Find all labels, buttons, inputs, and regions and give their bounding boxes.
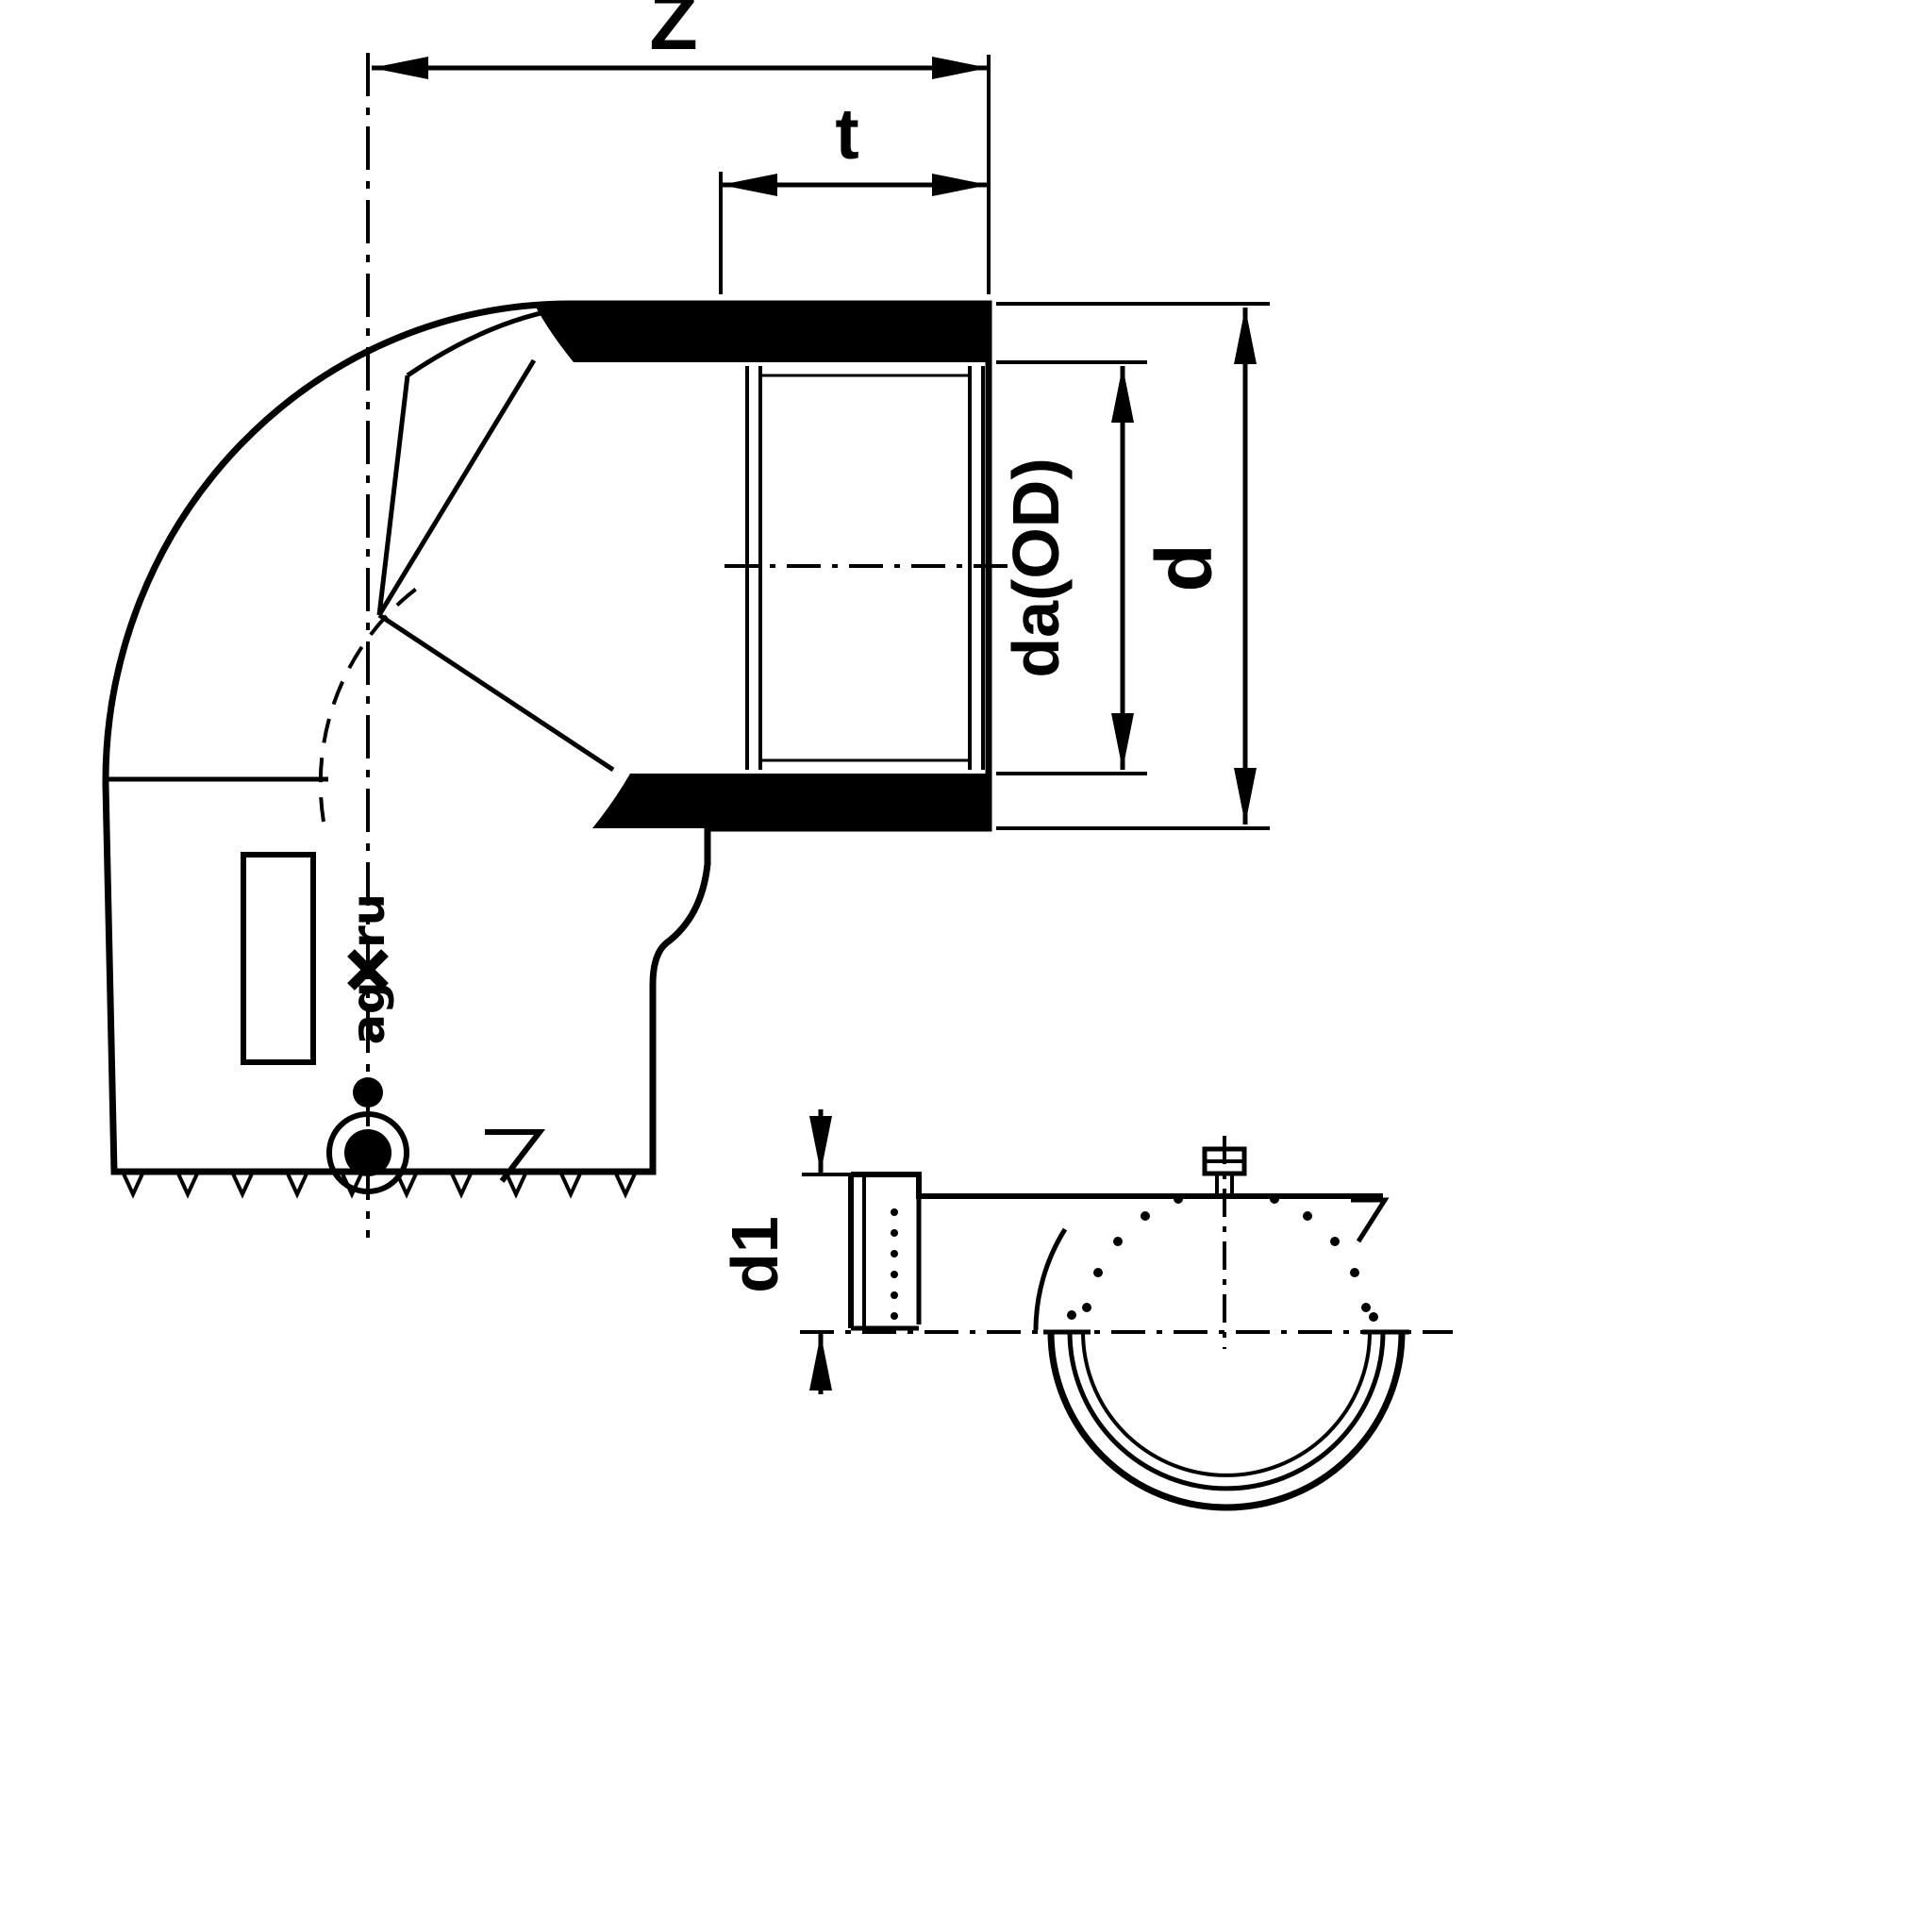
socket-opening-mid [1067,1331,1386,1491]
dim-label-t: t [835,94,858,175]
terminal-pin-ring [326,1111,409,1194]
dimension-z: Z [372,0,991,294]
brand-text-part1: ag [342,982,395,1045]
elbow-inner-transition-lines [376,305,615,773]
serration-ticks [121,1171,638,1199]
side-view: d1 [718,1109,1453,1511]
side-break-mark [1351,1197,1390,1243]
terminal-bolt [1202,1146,1247,1196]
elbow-centerline-arc [318,580,427,823]
dim-label-d1: d1 [718,1216,791,1293]
socket-internals [745,366,985,770]
socket-opening [1043,1329,1409,1511]
surface-dots [1067,1194,1378,1322]
socket-opening-outer [1047,1331,1406,1511]
brand-text-part2: ru [342,893,395,948]
brand-logo-center [361,963,375,976]
brand-marking: ag ru [342,893,395,1044]
dimension-t: t [719,94,989,294]
fusion-indicator-dot [353,1077,383,1108]
socket-face-dots [891,1208,898,1320]
main-view: Z t da(OD) [102,0,1270,1238]
dimension-d: d [996,302,1270,830]
body-top-line [851,1172,1383,1199]
socket-wall-top [534,304,989,362]
dim-label-d: d [1140,543,1228,591]
socket-wall-bottom [592,774,989,828]
dimension-d1: d1 [718,1109,855,1394]
dim-label-z: Z [649,0,697,66]
dim-label-da: da(OD) [999,458,1073,677]
break-mark [485,1129,546,1183]
dimension-da: da(OD) [996,360,1147,775]
side-outline [848,1172,1390,1331]
label-plate [241,852,316,1065]
body-shoulder-arc [1033,1227,1068,1331]
elbow-body-outline [102,300,992,1175]
socket-opening-inner [1081,1331,1372,1477]
terminal-pin [344,1129,391,1176]
